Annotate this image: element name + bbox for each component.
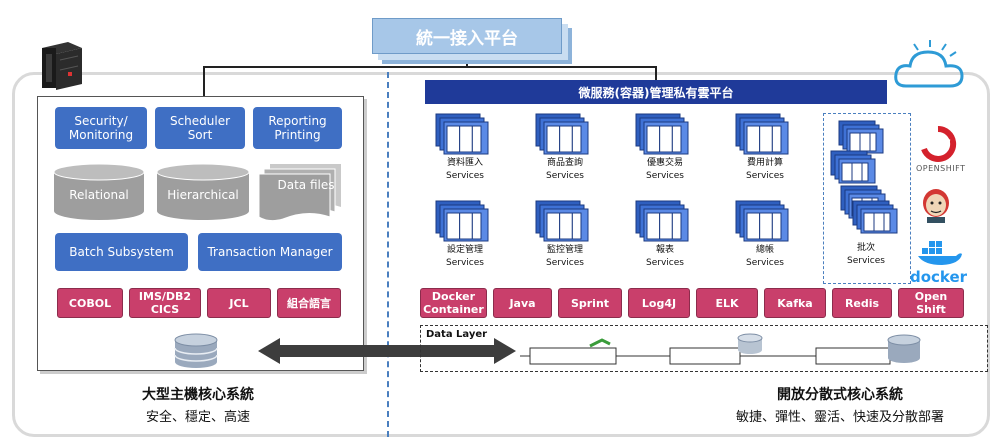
service-label: 優惠交易 Services (646, 158, 684, 181)
mainframe-caption-subtitle: 安全、穩定、高速 (145, 410, 250, 425)
jenkins-logo-icon (923, 189, 949, 223)
distributed-caption: 開放分散式核心系統 敏捷、彈性、靈活、快速及分散部署 (700, 384, 980, 425)
container-stack-icon (535, 200, 589, 242)
reporting-printing-button[interactable]: Reporting Printing (253, 107, 342, 149)
container-stack-icon (830, 150, 876, 184)
mainframe-caption-title: 大型主機核心系統 (142, 387, 254, 403)
outer-frame (12, 72, 990, 437)
container-stack-icon (435, 113, 489, 155)
connector-bar (203, 66, 657, 68)
transaction-manager-button[interactable]: Transaction Manager (198, 233, 342, 271)
data-layer-nodes-icon (520, 333, 921, 365)
connector-right (655, 66, 657, 81)
relational-database: Relational (53, 163, 145, 221)
mainframe-caption: 大型主機核心系統 安全、穩定、高速 (100, 384, 296, 425)
section-divider (387, 72, 389, 437)
lang-ims-db2-cics[interactable]: IMS/DB2 CICS (129, 288, 201, 318)
distributed-caption-title: 開放分散式核心系統 (777, 387, 903, 403)
docker-brand-label: docker (910, 268, 968, 286)
data-files-label: Data files (277, 178, 335, 192)
container-stack-icon (838, 120, 884, 154)
hierarchical-database: Hierarchical (156, 163, 250, 221)
container-stack-icon (735, 113, 789, 155)
batch-subsystem-button[interactable]: Batch Subsystem (55, 233, 188, 271)
data-layer-label: Data Layer (426, 329, 488, 340)
connector-stem (466, 54, 468, 68)
bidirectional-arrow-icon (258, 338, 516, 364)
lang-cobol[interactable]: COBOL (57, 288, 123, 318)
openshift-logo-icon (921, 125, 957, 162)
security-monitoring-button[interactable]: Security/ Monitoring (55, 107, 147, 149)
tech-elk[interactable]: ELK (696, 288, 758, 318)
mainframe-database-icon (174, 333, 218, 368)
hierarchical-cylinder-icon (156, 163, 250, 220)
docker-whale-icon (918, 241, 962, 265)
container-stack-icon (635, 113, 689, 155)
tech-kafka[interactable]: Kafka (764, 288, 826, 318)
scheduler-sort-button[interactable]: Scheduler Sort (155, 107, 245, 149)
container-stack-icon (435, 200, 489, 242)
unified-access-platform-title: 統一接入平台 (372, 18, 562, 54)
data-files-stack: Data files (258, 163, 342, 223)
container-stack-icon (852, 200, 898, 234)
service-label: 資料匯入 Services (446, 158, 484, 181)
service-label: 商品查詢 Services (546, 158, 584, 181)
container-stack-icon (635, 200, 689, 242)
service-label: 總帳 Services (746, 245, 784, 268)
tech-openshift[interactable]: Open Shift (898, 288, 964, 318)
tech-java[interactable]: Java (493, 288, 552, 318)
distributed-caption-subtitle: 敏捷、彈性、靈活、快速及分散部署 (735, 410, 944, 425)
microservice-platform-title: 微服務(容器)管理私有雲平台 (425, 80, 887, 104)
service-label: 費用計算 Services (746, 158, 784, 181)
data-files-icon (258, 164, 341, 222)
tech-docker-container[interactable]: Docker Container (420, 288, 487, 318)
batch-services-label: 批次 Services (847, 243, 885, 266)
mainframe-server-icon (42, 42, 82, 90)
relational-label: Relational (69, 188, 129, 202)
cloud-icon (894, 40, 964, 88)
openshift-brand-label: OPENSHIFT (916, 164, 966, 173)
hierarchical-label: Hierarchical (167, 188, 239, 202)
tech-redis[interactable]: Redis (832, 288, 892, 318)
lang-jcl[interactable]: JCL (207, 288, 271, 318)
service-label: 監控管理 Services (546, 245, 584, 268)
container-stack-icon (535, 113, 589, 155)
relational-cylinder-icon (53, 163, 145, 220)
batch-services-group (823, 113, 911, 284)
connector-left (203, 66, 205, 96)
container-stack-icon (735, 200, 789, 242)
tech-log4j[interactable]: Log4J (628, 288, 690, 318)
tech-sprint[interactable]: Sprint (558, 288, 622, 318)
service-label: 設定管理 Services (446, 245, 484, 268)
service-label: 報表 Services (646, 245, 684, 268)
lang-assembly[interactable]: 組合語言 (277, 288, 341, 318)
data-layer-box: Data Layer (420, 325, 988, 372)
